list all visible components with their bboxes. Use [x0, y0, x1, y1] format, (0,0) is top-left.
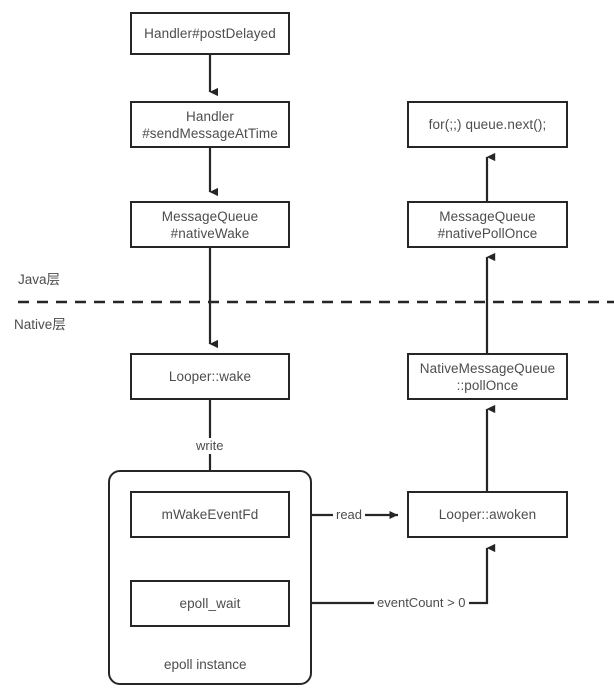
node-looper-awoken[interactable]: Looper::awoken [407, 491, 568, 538]
node-handler-post-delayed[interactable]: Handler#postDelayed [130, 12, 290, 55]
edge-label-read: read [333, 507, 366, 523]
node-for-queue-next[interactable]: for(;;) queue.next(); [407, 101, 568, 148]
native-layer-label: Native层 [14, 317, 66, 332]
edge-label-event-count: eventCount > 0 [374, 595, 469, 611]
java-layer-label: Java层 [18, 272, 61, 287]
epoll-instance-label: epoll instance [164, 657, 247, 672]
node-m-wake-event-fd[interactable]: mWakeEventFd [130, 491, 290, 538]
node-looper-wake[interactable]: Looper::wake [130, 353, 290, 400]
node-epoll-wait[interactable]: epoll_wait [130, 580, 290, 627]
node-message-queue-native-wake[interactable]: MessageQueue #nativeWake [130, 201, 290, 248]
edge-label-write: write [193, 438, 227, 454]
node-handler-send-message-at-time[interactable]: Handler #sendMessageAtTime [130, 101, 290, 148]
node-native-message-queue-poll-once[interactable]: NativeMessageQueue ::pollOnce [407, 353, 568, 400]
edge-eventcount-epollwait-to-looperawoken [290, 543, 496, 605]
node-message-queue-native-poll-once[interactable]: MessageQueue #nativePollOnce [407, 201, 568, 248]
